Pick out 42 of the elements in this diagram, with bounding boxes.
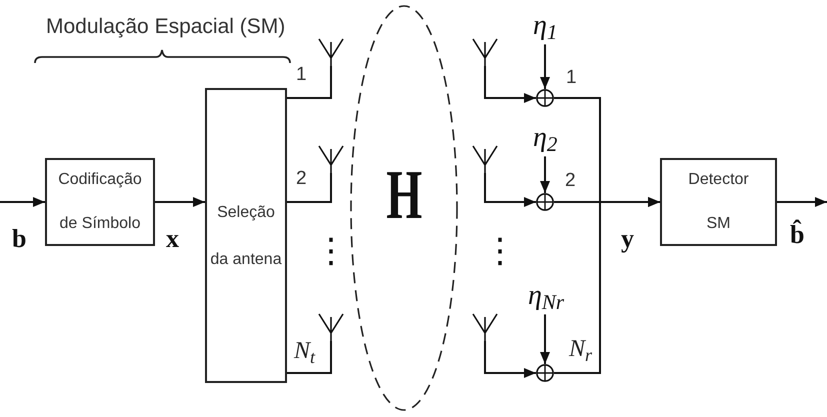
port-number: N$_{t}$ (294, 337, 316, 366)
summing-junction-icon (536, 364, 554, 382)
port-number: 1 (566, 66, 577, 90)
port-number: N$_{r}$ (569, 335, 592, 364)
noise-label: η$_{1}$ (533, 8, 558, 44)
port-number: 2 (296, 167, 307, 191)
arrow (554, 197, 660, 374)
antenna-icon (318, 313, 344, 341)
box-label: Detector SM (687, 170, 750, 234)
arrow (0, 197, 45, 207)
antenna-icon (318, 38, 344, 66)
antenna-icon (318, 145, 344, 173)
antenna-icon (472, 145, 498, 173)
box-label: Seleção da antena (209, 202, 283, 270)
antenna-icon (472, 38, 498, 66)
noise-label: η$_{Nr}$ (528, 278, 564, 314)
channel-label: H (386, 161, 422, 231)
connector-line (287, 173, 332, 203)
section-title: Modulação Espacial (SM) (46, 14, 286, 40)
noise-label: η$_{2}$ (533, 120, 558, 156)
process-box (660, 158, 777, 246)
arrow (484, 173, 536, 207)
port-number: 1 (296, 63, 307, 87)
process-box (45, 158, 155, 246)
arrow (540, 156, 550, 193)
vertical-ellipsis: ⋮ (314, 234, 348, 268)
box-label: Codificação de Símbolo (57, 170, 143, 234)
summing-junction-icon (536, 89, 554, 107)
summing-junction-icon (536, 193, 554, 211)
arrow (540, 44, 550, 89)
connector-line (287, 66, 332, 99)
arrow (540, 314, 550, 364)
arrow (777, 197, 827, 207)
vertical-ellipsis: ⋮ (483, 234, 517, 268)
port-number: 2 (565, 169, 576, 193)
arrow (484, 341, 536, 378)
process-box (205, 88, 287, 383)
arrow (155, 197, 205, 207)
connector-line (287, 341, 332, 374)
dashed-ellipse (350, 5, 458, 411)
antenna-icon (472, 313, 498, 341)
arrow (484, 66, 536, 103)
